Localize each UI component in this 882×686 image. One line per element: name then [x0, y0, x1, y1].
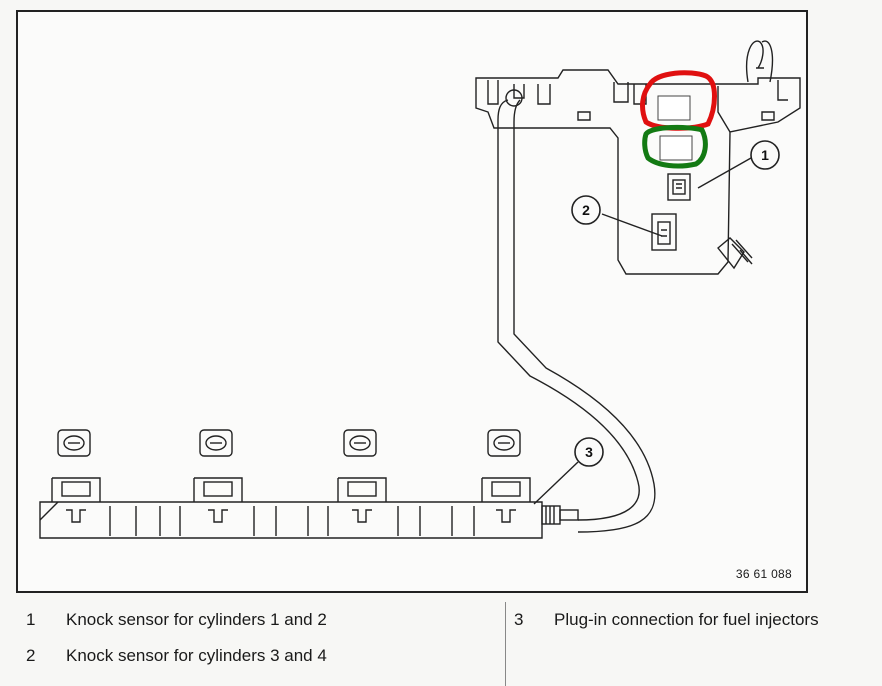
legend-text: Plug-in connection for fuel injectors [554, 610, 819, 629]
injector-rail [39, 501, 543, 539]
green-highlight-marker [642, 124, 708, 169]
legend-text: Knock sensor for cylinders 3 and 4 [66, 646, 327, 665]
callout-3-leader [533, 461, 579, 505]
legend-text: Knock sensor for cylinders 1 and 2 [66, 610, 327, 629]
knock-sensor-2-socket [651, 213, 677, 251]
injector-connector-1 [51, 429, 101, 502]
legend-item-3: 3 Plug-in connection for fuel injectors [514, 610, 874, 646]
injector-connector-3 [337, 429, 387, 502]
callout-1-circle [750, 140, 780, 170]
callout-3-circle [574, 437, 604, 467]
callout-2-label: 2 [582, 202, 590, 218]
diagram-drawing: 1 2 3 [39, 40, 801, 539]
legend-number: 2 [26, 646, 36, 665]
legend-number: 1 [26, 610, 36, 629]
legend: 1 Knock sensor for cylinders 1 and 2 2 K… [0, 600, 882, 686]
callout-1-label: 1 [761, 147, 769, 163]
legend-number: 3 [514, 610, 524, 629]
connector-housing [475, 40, 801, 275]
wiring-diagram: 1 2 3 36 61 088 [16, 10, 808, 593]
callout-1-leader [697, 157, 752, 189]
legend-column-right: 3 Plug-in connection for fuel injectors [514, 610, 874, 646]
legend-item-2: 2 Knock sensor for cylinders 3 and 4 [26, 646, 496, 682]
legend-divider [505, 602, 506, 686]
callout-2-leader [601, 213, 663, 237]
callout-2-circle [571, 195, 601, 225]
callout-3-label: 3 [585, 444, 593, 460]
injector-connector-2 [193, 429, 243, 502]
knock-sensor-1-socket [667, 173, 691, 201]
wiring-harness [497, 89, 656, 533]
red-highlight-marker [640, 70, 717, 131]
legend-item-1: 1 Knock sensor for cylinders 1 and 2 [26, 610, 496, 646]
injector-plug-connector [541, 505, 579, 525]
drawing-number: 36 61 088 [735, 567, 792, 581]
injector-connector-4 [481, 429, 531, 502]
legend-column-left: 1 Knock sensor for cylinders 1 and 2 2 K… [26, 610, 496, 682]
